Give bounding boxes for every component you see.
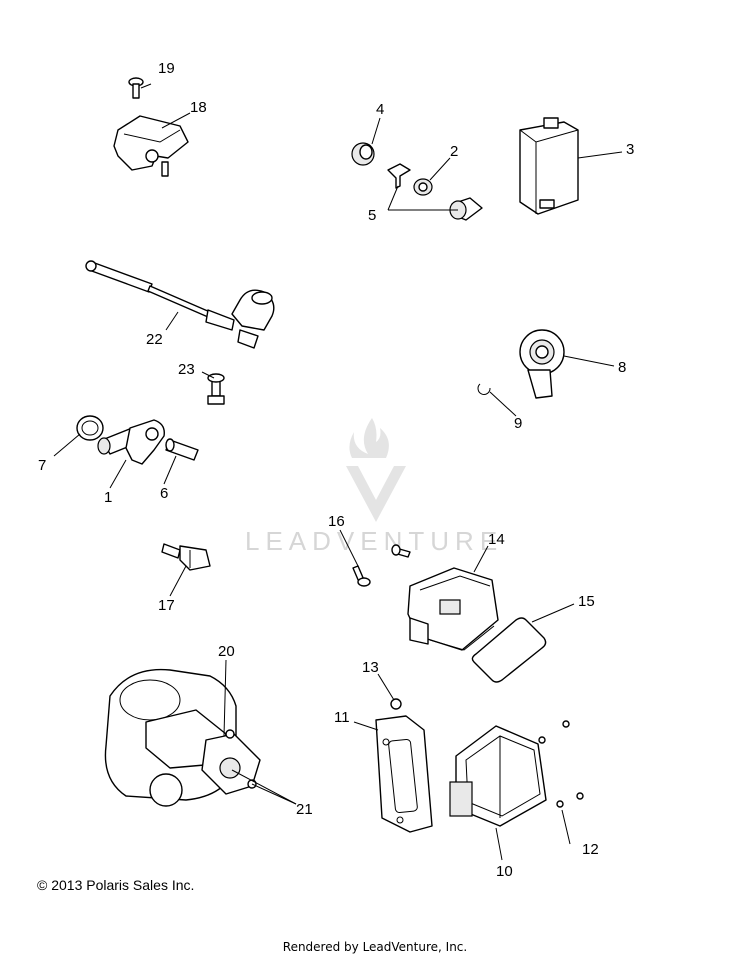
part-2-ring [413,178,433,196]
callout-17: 17 [158,597,175,614]
callouts: 19 18 4 2 3 5 22 23 8 9 7 1 6 16 14 15 1… [38,60,634,880]
part-3-module [519,117,579,215]
part-14-housing [407,567,499,651]
callout-9: 9 [514,415,522,432]
callout-2: 2 [450,143,458,160]
part-4-cap [351,142,375,166]
callout-11: 11 [334,709,350,726]
part-20-throttle-body [104,668,261,807]
callout-14: 14 [488,531,505,548]
leader-lines [53,83,623,861]
callout-1: 1 [104,489,112,506]
callout-23: 23 [178,361,195,378]
callout-5: 5 [368,207,376,224]
copyright-notice: © 2013 Polaris Sales Inc. [37,877,195,893]
part-9-clip [477,383,491,395]
part-23-bolt [207,373,225,405]
callout-16: 16 [328,513,345,530]
callout-18: 18 [190,99,207,116]
footer-credit: Rendered by LeadVenture, Inc. [282,940,468,954]
callout-19: 19 [158,60,175,77]
watermark-text: LEADVENTURE [245,526,503,556]
part-12-screws [538,720,584,808]
callout-10: 10 [496,863,513,880]
callout-21: 21 [296,801,313,818]
callout-20: 20 [218,643,235,660]
part-19-bolt [128,77,144,99]
part-22-speed-sensor [85,260,275,349]
part-8-knock-sensor [519,329,565,399]
callout-3: 3 [626,141,634,158]
callout-6: 6 [160,485,168,502]
callout-22: 22 [146,331,163,348]
part-18-sensor [113,115,189,177]
callout-15: 15 [578,593,595,610]
part-1-cam-sensor [97,419,165,465]
part-16-bolts [352,544,411,587]
part-5-cylinder [449,197,483,221]
callout-7: 7 [38,457,46,474]
part-15-gasket [471,617,547,683]
leadventure-watermark: LEADVENTURE [245,418,503,556]
part-10-ecu [449,725,547,827]
part-13-screw [390,698,402,710]
part-7-oring [76,415,104,441]
callout-4: 4 [376,101,384,118]
part-5-key [387,163,411,189]
part-6-pin [165,438,199,461]
callout-8: 8 [618,359,626,376]
part-11-bracket [375,715,433,833]
callout-12: 12 [582,841,599,858]
part-17-temp-sensor [161,543,211,571]
callout-13: 13 [362,659,379,676]
